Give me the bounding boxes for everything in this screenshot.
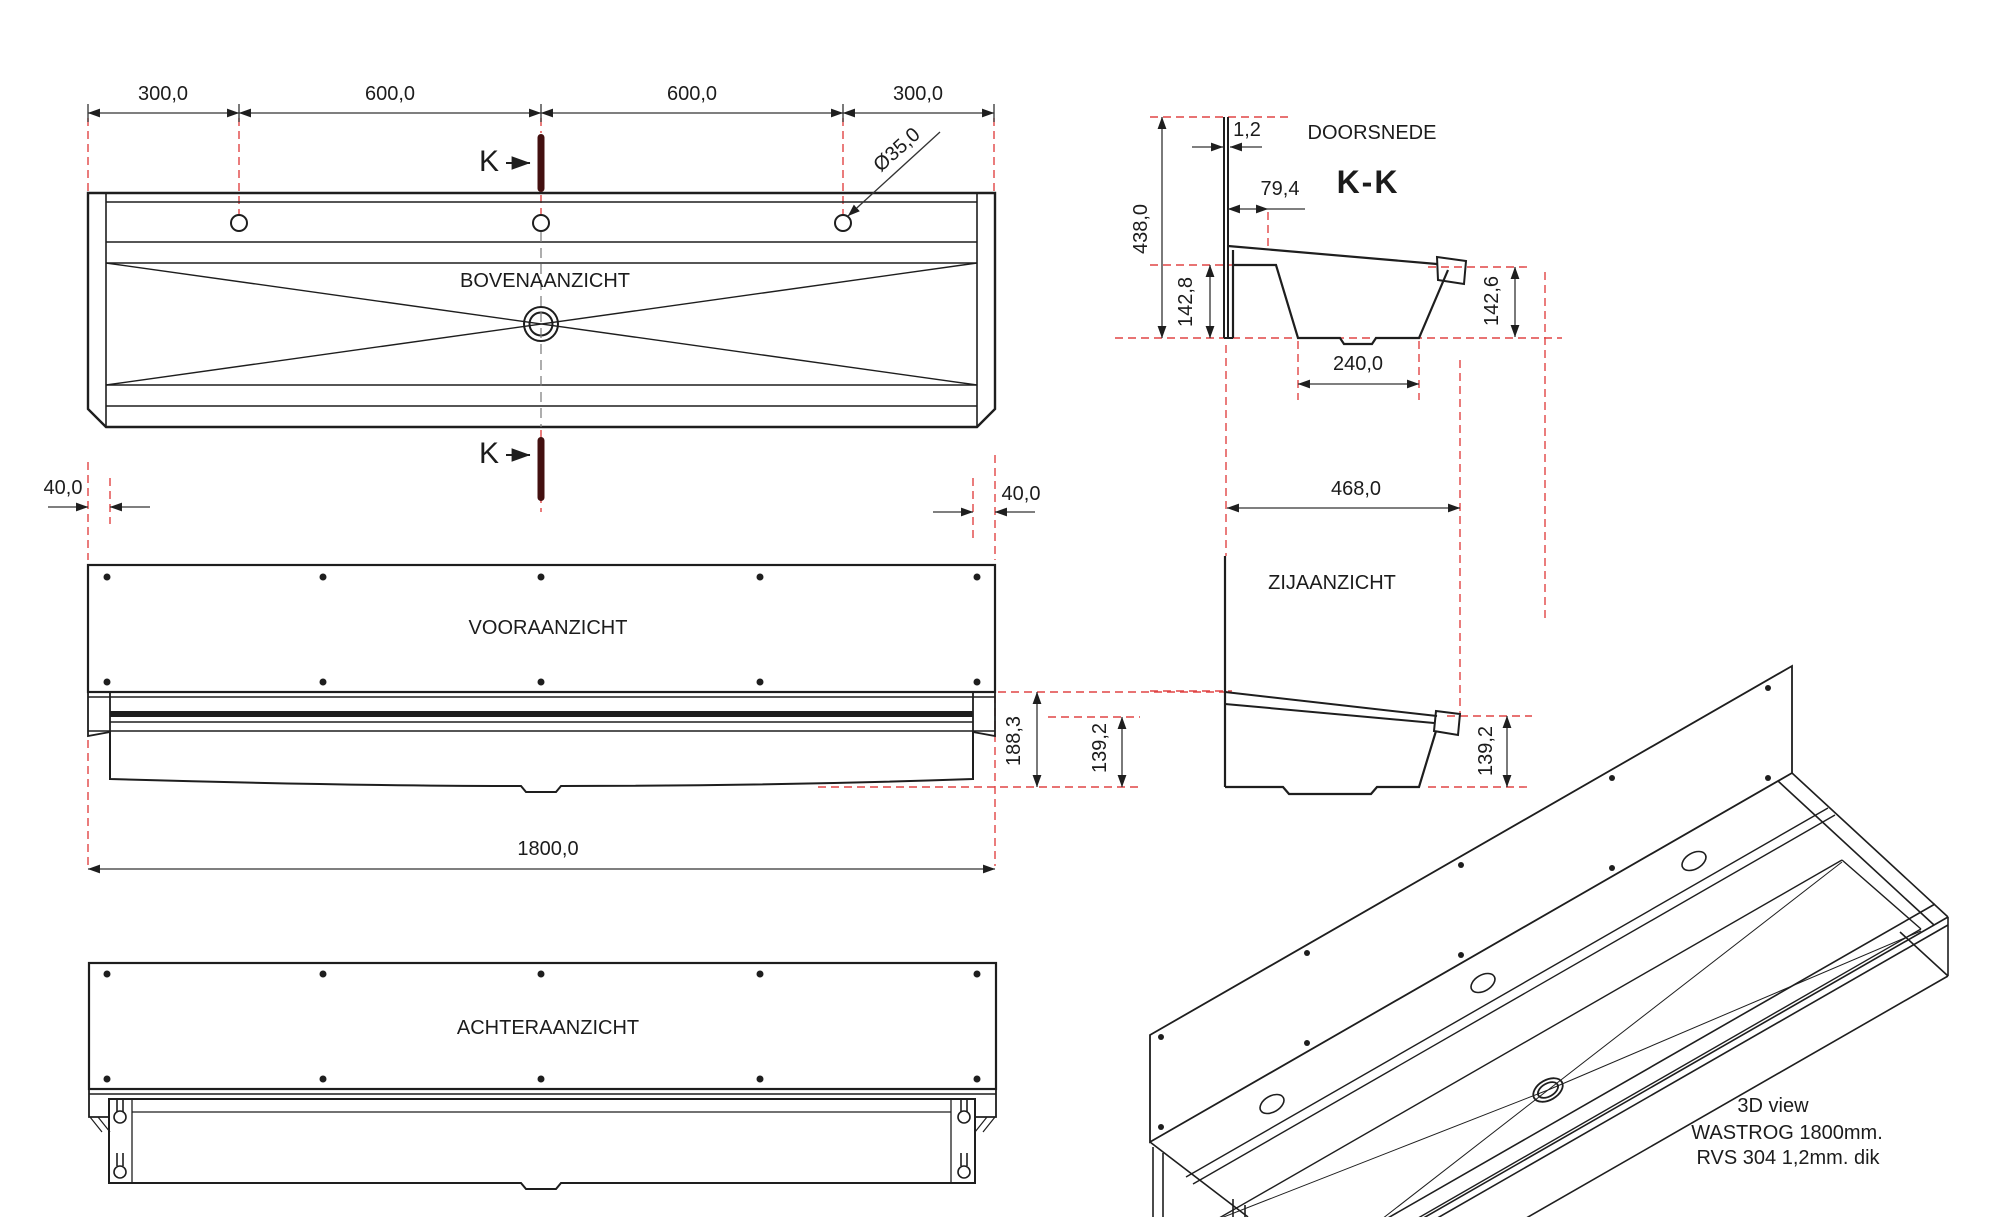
iso-basin-edges xyxy=(1219,859,1922,1217)
tap-hole-left xyxy=(230,214,248,232)
front-view xyxy=(86,563,997,793)
rear-end-tabs xyxy=(88,1089,997,1133)
dim-label-240: 240,0 xyxy=(1332,353,1384,375)
iso-front-rim xyxy=(1387,903,1949,1217)
keyhole-mounts xyxy=(113,1098,971,1179)
front-basin xyxy=(109,731,974,793)
tap-holes xyxy=(230,214,852,232)
iso-caption-line2: WASTROG 1800mm. xyxy=(1691,1122,1883,1144)
dim-label-468: 468,0 xyxy=(1330,478,1382,500)
front-back-panel xyxy=(86,563,997,694)
dim-label-139-front: 139,2 xyxy=(1089,722,1111,774)
dim-label-79-4: 79,4 xyxy=(1260,178,1300,200)
top-view-title: BOVENAANZICHT xyxy=(459,270,631,292)
front-rivet-dots xyxy=(103,573,981,686)
iso-drain xyxy=(1532,1077,1564,1103)
rear-view xyxy=(87,961,998,1190)
dim-label-300-left: 300,0 xyxy=(137,83,189,105)
section-title: DOORSNEDE xyxy=(1307,122,1437,144)
section-cut-markers xyxy=(506,134,545,501)
section-front-lip xyxy=(1435,255,1468,286)
dim-label-438: 438,0 xyxy=(1130,203,1152,255)
section-basin-profile xyxy=(1231,250,1450,346)
rear-basin xyxy=(108,1098,976,1190)
iso-basin-creases xyxy=(1222,861,1922,1217)
rear-fold-lines xyxy=(131,1099,952,1183)
front-rim-band xyxy=(88,696,995,732)
iso-caption-line3: RVS 304 1,2mm. dik xyxy=(1696,1147,1880,1169)
section-bar-bottom xyxy=(537,437,545,501)
keyhole-bottom-left xyxy=(113,1153,127,1179)
iso-rivet-dots xyxy=(1158,685,1771,1130)
iso-left-end-and-legs xyxy=(1149,1141,1249,1217)
dim-label-142-8: 142,8 xyxy=(1175,276,1197,328)
section-deck xyxy=(1227,244,1438,266)
section-dimensions xyxy=(1157,116,1520,389)
side-view xyxy=(1223,556,1462,796)
dim-label-40-right: 40,0 xyxy=(1001,483,1041,505)
side-deck xyxy=(1224,691,1438,724)
rear-view-title: ACHTERAANZICHT xyxy=(456,1017,640,1039)
iso-right-end-cap xyxy=(1777,772,1949,977)
section-letter-bottom: K xyxy=(478,437,500,470)
section-letter-top: K xyxy=(478,145,500,178)
iso-tap-holes xyxy=(1259,850,1707,1115)
side-front-lip xyxy=(1432,709,1462,737)
dim-label-142-6: 142,6 xyxy=(1481,275,1503,327)
front-end-tabs xyxy=(87,692,996,738)
dim-label-300-right: 300,0 xyxy=(892,83,944,105)
basin-crease-x xyxy=(105,262,978,386)
dim-label-1800: 1800,0 xyxy=(517,838,579,860)
front-view-dimensions xyxy=(48,502,1127,874)
side-basin xyxy=(1225,730,1438,796)
dim-label-188: 188,3 xyxy=(1003,715,1025,767)
dim-label-40-left: 40,0 xyxy=(43,477,83,499)
tap-hole-center xyxy=(532,214,550,232)
dim-label-139-side: 139,2 xyxy=(1475,725,1497,777)
iso-deck-edges xyxy=(1185,807,1836,1185)
side-view-dimensions xyxy=(1226,503,1512,788)
iso-view xyxy=(1149,664,1949,1217)
keyhole-bottom-right xyxy=(957,1153,971,1179)
side-view-title: ZIJAANZICHT xyxy=(1268,572,1396,594)
section-title-kk: K-K xyxy=(1336,164,1400,200)
dim-label-600-left: 600,0 xyxy=(364,83,416,105)
top-view-dimensions xyxy=(87,104,995,217)
section-bar-top xyxy=(537,134,545,192)
iso-caption-line1: 3D view xyxy=(1737,1095,1809,1117)
section-view xyxy=(1223,117,1468,346)
keyhole-top-right xyxy=(957,1098,971,1124)
tap-hole-right xyxy=(834,214,852,232)
top-view xyxy=(86,191,997,429)
tap-hole-leader xyxy=(847,131,941,217)
rear-rivet-dots xyxy=(103,970,981,1083)
front-view-title: VOORAANZICHT xyxy=(468,617,628,639)
section-back-panel xyxy=(1223,117,1233,339)
dim-label-600-right: 600,0 xyxy=(666,83,718,105)
rear-back-panel xyxy=(87,961,998,1091)
dimension-ticks xyxy=(87,104,995,122)
dim-label-1-2: 1,2 xyxy=(1233,119,1261,141)
top-view-outline xyxy=(86,191,997,429)
keyhole-top-left xyxy=(113,1098,127,1124)
